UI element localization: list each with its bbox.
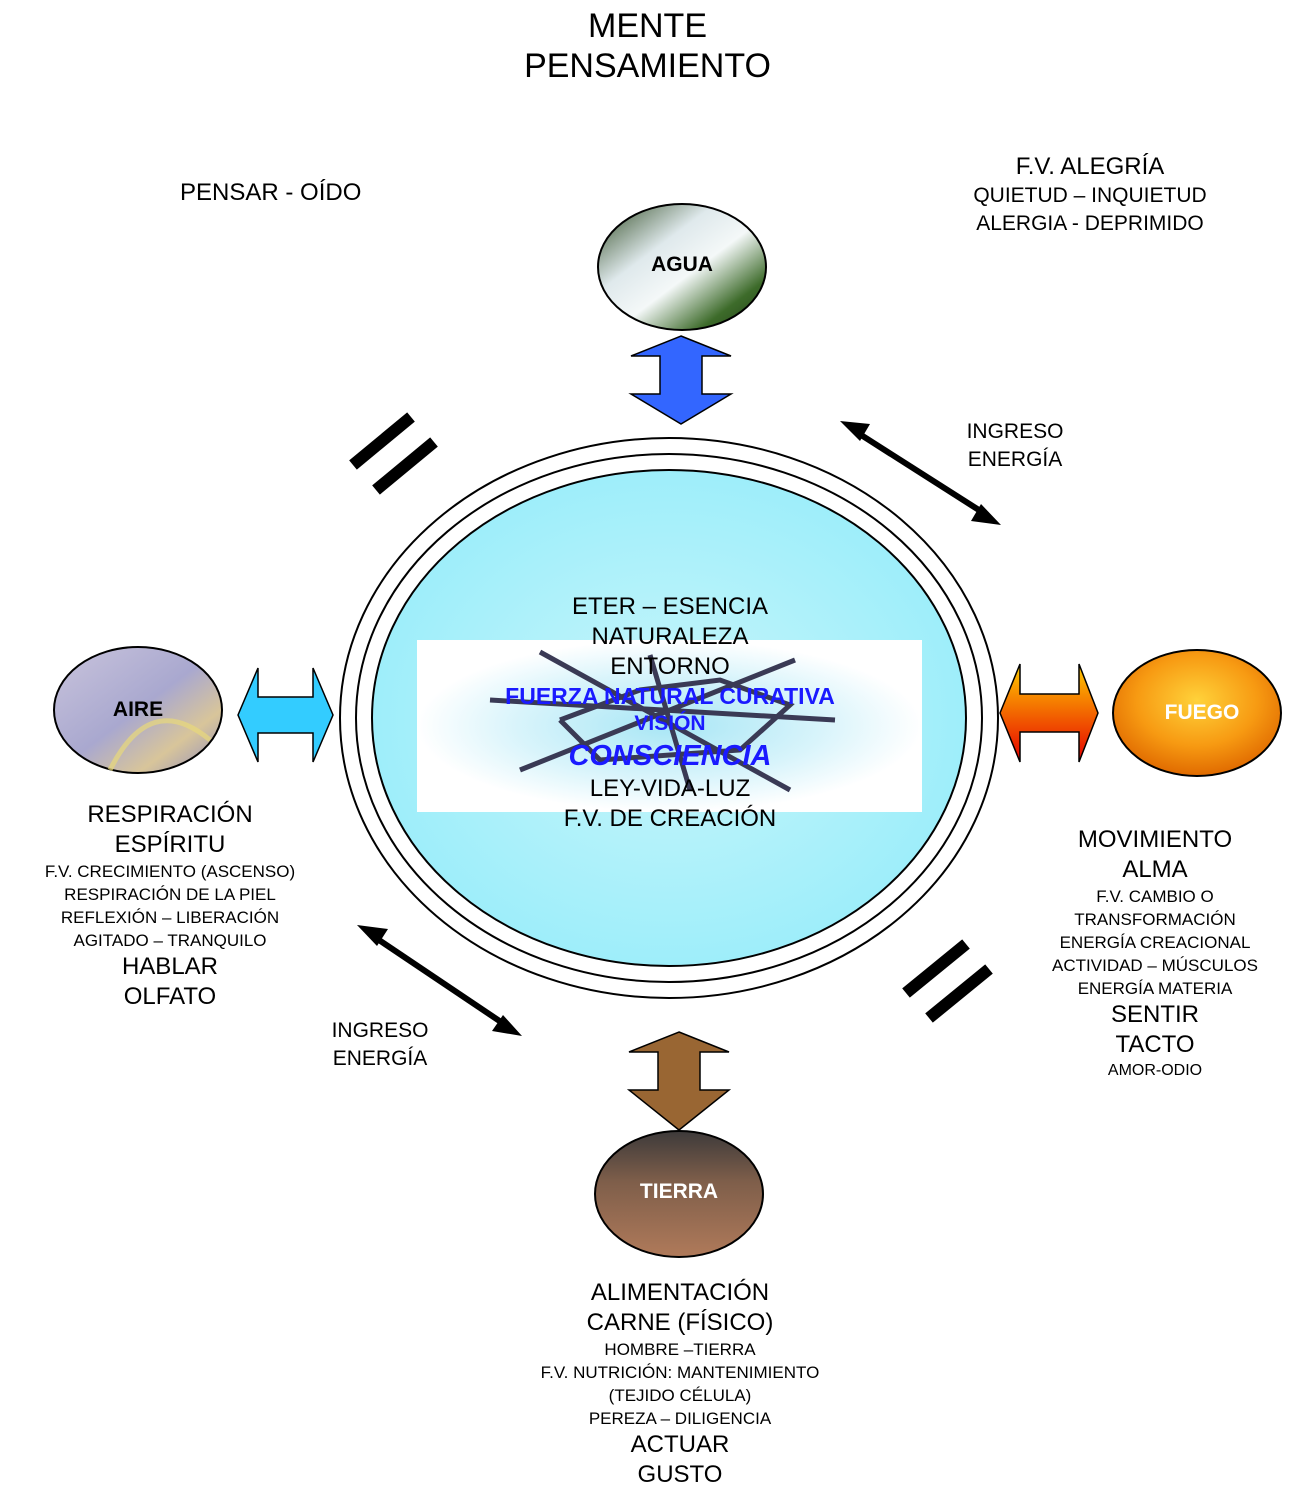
- title-line-2: PENSAMIENTO: [524, 47, 771, 85]
- tierra-text-line-7: ACTUAR: [630, 1431, 730, 1458]
- fuego-text-line-8: SENTIR: [1110, 1001, 1199, 1028]
- aire-text: RESPIRACIÓN ESPÍRITU F.V. CRECIMIENTO (A…: [0, 800, 340, 1012]
- tierra-label: TIERRA: [639, 1180, 719, 1203]
- aire-text-line-3: F.V. CRECIMIENTO (ASCENSO): [44, 862, 296, 881]
- tierra-text-line-3: HOMBRE –TIERRA: [604, 1340, 756, 1359]
- fuego-text-line-2: ALMA: [1122, 856, 1188, 883]
- center-line-2: NATURALEZA: [591, 623, 749, 650]
- fuego-text-line-5: ENERGÍA CREACIONAL: [1059, 933, 1251, 952]
- top-right-note: F.V. ALEGRÍA QUIETUD – INQUIETUD ALERGIA…: [940, 152, 1240, 238]
- tierra-text: ALIMENTACIÓN CARNE (FÍSICO) HOMBRE –TIER…: [480, 1278, 880, 1490]
- energy-label-left: INGRESO ENERGÍA: [310, 1017, 450, 1073]
- energy-arrow-left: [357, 925, 522, 1036]
- aire-text-line-8: OLFATO: [123, 983, 217, 1010]
- energy-arrow-right: [840, 421, 1001, 525]
- tierra-text-line-4: F.V. NUTRICIÓN: MANTENIMIENTO: [540, 1363, 820, 1382]
- energy-label-left-line-2: ENERGÍA: [332, 1047, 428, 1070]
- aire-arrow: [237, 667, 334, 763]
- tierra-text-line-5: (TEJIDO CÉLULA): [608, 1386, 752, 1405]
- rainbow-arc: [107, 718, 212, 772]
- equals-mark-top-left: [349, 412, 438, 495]
- fuego-text-line-3: F.V. CAMBIO O: [1096, 887, 1214, 906]
- top-right-note-line-3: ALERGIA - DEPRIMIDO: [976, 212, 1204, 235]
- equals-mark-bottom-right: [902, 939, 993, 1023]
- top-left-note: PENSAR - OÍDO: [180, 179, 362, 206]
- fuego-text-line-7: ENERGÍA MATERIA: [1077, 979, 1233, 998]
- title: MENTE PENSAMIENTO: [0, 6, 1295, 86]
- center-line-6: CONSCIENCIA: [568, 740, 772, 772]
- energy-label-left-line-1: INGRESO: [331, 1019, 429, 1042]
- fuego-text-line-10: AMOR-ODIO: [1107, 1062, 1203, 1079]
- tierra-arrow: [626, 1031, 732, 1131]
- aire-text-line-5: REFLEXIÓN – LIBERACIÓN: [60, 908, 280, 927]
- center-line-4: FUERZA NATURAL CURATIVA: [505, 683, 835, 709]
- fuego-label: FUEGO: [1164, 701, 1240, 724]
- tierra-text-line-1: ALIMENTACIÓN: [590, 1279, 770, 1306]
- top-right-note-line-2: QUIETUD – INQUIETUD: [973, 184, 1207, 207]
- center-line-7: LEY-VIDA-LUZ: [589, 775, 751, 802]
- tierra-text-line-8: GUSTO: [637, 1461, 723, 1488]
- agua-label: AGUA: [651, 253, 713, 276]
- tierra-text-line-6: PEREZA – DILIGENCIA: [588, 1409, 772, 1428]
- tierra-ellipse: [594, 1130, 764, 1258]
- center-line-3: ENTORNO: [610, 653, 730, 680]
- fuego-ellipse: [1112, 649, 1282, 777]
- fuego-text-line-1: MOVIMIENTO: [1077, 826, 1233, 853]
- energy-label-right-line-1: INGRESO: [966, 420, 1064, 443]
- fuego-text-line-6: ACTIVIDAD – MÚSCULOS: [1052, 956, 1258, 975]
- fuego-text-line-9: TACTO: [1115, 1031, 1195, 1058]
- center-text: ETER – ESENCIA NATURALEZA ENTORNO FUERZA…: [440, 592, 900, 834]
- agua-arrow: [628, 335, 734, 425]
- aire-text-line-1: RESPIRACIÓN: [87, 801, 253, 828]
- aire-text-line-4: RESPIRACIÓN DE LA PIEL: [64, 885, 276, 904]
- star-figure: [489, 649, 836, 793]
- center-line-8: F.V. DE CREACIÓN: [563, 805, 777, 832]
- agua-ellipse: [597, 203, 767, 331]
- center-line-5: VISIÓN: [634, 712, 706, 735]
- fuego-text-line-4: TRANSFORMACIÓN: [1074, 910, 1236, 929]
- fuego-arrow: [999, 663, 1099, 763]
- aire-label: AIRE: [112, 698, 164, 721]
- center-line-1: ETER – ESENCIA: [571, 593, 769, 620]
- aire-text-line-7: HABLAR: [121, 953, 219, 980]
- tierra-text-line-2: CARNE (FÍSICO): [586, 1309, 774, 1336]
- title-line-1: MENTE: [588, 7, 707, 45]
- fuego-text: MOVIMIENTO ALMA F.V. CAMBIO O TRANSFORMA…: [1015, 825, 1295, 1082]
- aire-text-line-2: ESPÍRITU: [114, 831, 226, 858]
- aire-ellipse: [53, 646, 223, 774]
- energy-label-right: INGRESO ENERGÍA: [945, 418, 1085, 474]
- energy-label-right-line-2: ENERGÍA: [967, 448, 1063, 471]
- aire-text-line-6: AGITADO – TRANQUILO: [73, 931, 267, 950]
- top-right-note-line-1: F.V. ALEGRÍA: [1015, 153, 1165, 180]
